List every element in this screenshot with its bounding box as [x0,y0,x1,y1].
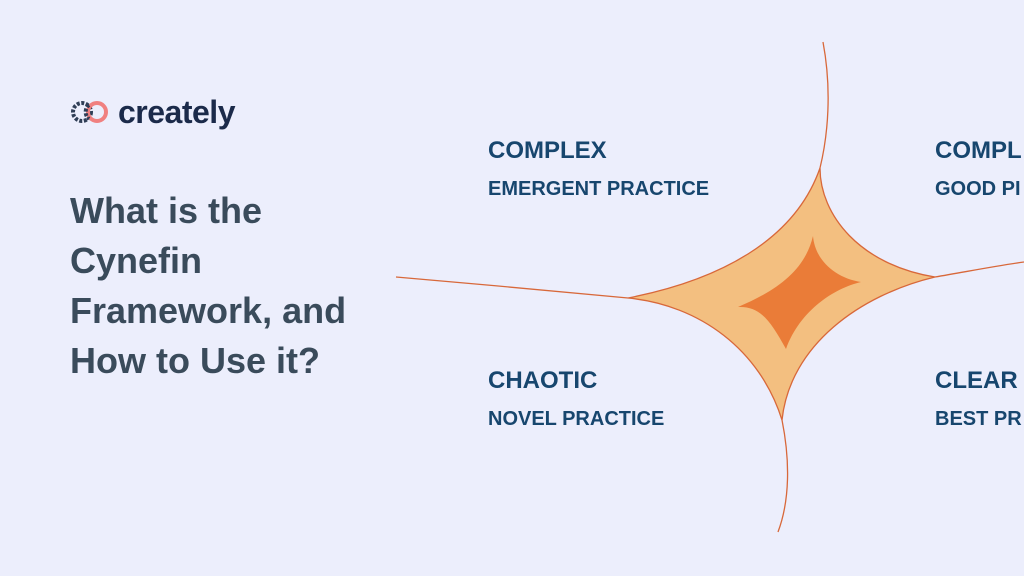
inner-star [738,236,861,349]
domain-chaotic: CHAOTIC NOVEL PRACTICE [488,367,664,431]
title-line: What is the [70,190,263,231]
title-line: Framework, and [70,290,347,331]
page-title: What is the Cynefin Framework, and How t… [70,186,400,386]
divider-bottom [777,419,789,533]
title-line: How to Use it? [70,340,320,381]
domain-complex: COMPLEX EMERGENT PRACTICE [488,137,709,201]
domain-complicated: COMPL GOOD PI [935,137,1022,201]
domain-clear-name: CLEAR [935,367,1018,394]
domain-complicated-name: COMPL [935,137,1022,164]
domain-chaotic-practice: NOVEL PRACTICE [488,408,665,430]
creately-logo-icon [71,101,108,123]
domain-complex-practice: EMERGENT PRACTICE [488,178,710,200]
logo-wordmark: creately [118,93,235,130]
domain-clear-practice: BEST PR [935,408,1022,430]
divider-right [934,261,1024,278]
domain-complicated-practice: GOOD PI [935,178,1021,200]
domain-chaotic-name: CHAOTIC [488,367,598,394]
divider-left [395,276,629,299]
domain-clear: CLEAR BEST PR [935,367,1022,431]
divider-top [819,41,829,169]
domain-complex-name: COMPLEX [488,137,607,164]
title-line: Cynefin [70,240,203,281]
creately-logo[interactable]: creately [70,92,235,132]
